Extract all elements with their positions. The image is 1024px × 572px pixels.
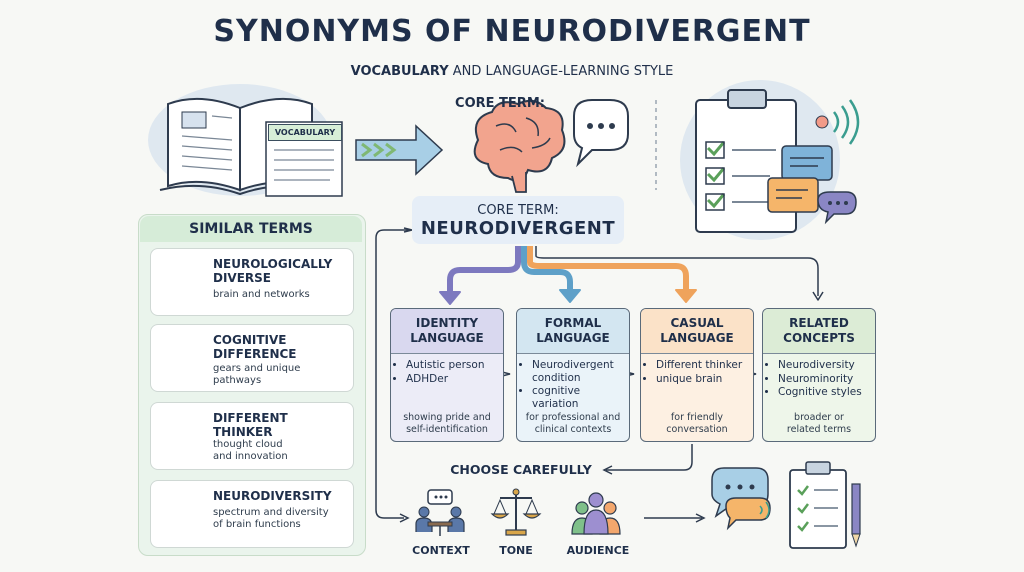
core-term-box: CORE TERM: NEURODIVERGENT xyxy=(412,196,624,244)
factor-tone-label: TONE xyxy=(499,544,533,557)
list-item: Neurodivergent condition xyxy=(532,359,629,384)
scales-icon xyxy=(490,488,542,536)
subtitle-emphasis: VOCABULARY xyxy=(350,64,449,79)
list-item: Different thinker xyxy=(656,359,753,372)
subtitle-rest: AND LANGUAGE-LEARNING STYLE xyxy=(448,64,674,79)
meeting-icon xyxy=(415,489,465,536)
list-item: Autistic person xyxy=(406,359,503,372)
similar-terms-heading: SIMILAR TERMS xyxy=(140,216,362,242)
term-title: NEURODIVERSITY xyxy=(213,489,332,503)
factor-audience-label: AUDIENCE xyxy=(566,544,630,557)
page-subtitle: VOCABULARY AND LANGUAGE-LEARNING STYLE xyxy=(0,64,1024,79)
context-connector xyxy=(375,227,757,523)
open-book-icon xyxy=(148,84,343,197)
category-list: Different thinker unique brain xyxy=(641,359,753,385)
factor-context-label: CONTEXT xyxy=(412,544,470,557)
category-list: Autistic person ADHDer xyxy=(391,359,503,385)
page-title: SYNONYMS OF NEURODIVERGENT xyxy=(213,14,811,49)
people-icon xyxy=(571,492,621,535)
brain-icon xyxy=(473,99,566,193)
core-term-value: NEURODIVERGENT xyxy=(420,218,616,239)
vocabulary-label: VOCABULARY xyxy=(268,124,342,141)
list-item: Neurominority xyxy=(778,373,875,386)
list-item: Neurodiversity xyxy=(778,359,875,372)
list-item: cognitive variation xyxy=(532,385,629,410)
core-term-label: CORE TERM: xyxy=(477,203,559,218)
branch-connectors xyxy=(439,246,824,305)
speech-bubble-icon xyxy=(573,99,629,168)
core-term-heading: CORE TERM: xyxy=(455,96,545,111)
category-list: Neurodivergent condition cognitive varia… xyxy=(517,359,629,410)
list-item: Cognitive styles xyxy=(778,386,875,399)
chat-clipboard-icon xyxy=(711,461,861,549)
choose-carefully-heading: CHOOSE CAREFULLY xyxy=(450,462,592,477)
category-list: Neurodiversity Neurominority Cognitive s… xyxy=(763,359,875,399)
list-item: unique brain xyxy=(656,373,753,386)
clipboard-checklist-icon xyxy=(680,80,860,240)
term-desc: brain and networks xyxy=(213,289,310,300)
forward-arrow-icon xyxy=(355,124,444,176)
list-item: ADHDer xyxy=(406,373,503,386)
